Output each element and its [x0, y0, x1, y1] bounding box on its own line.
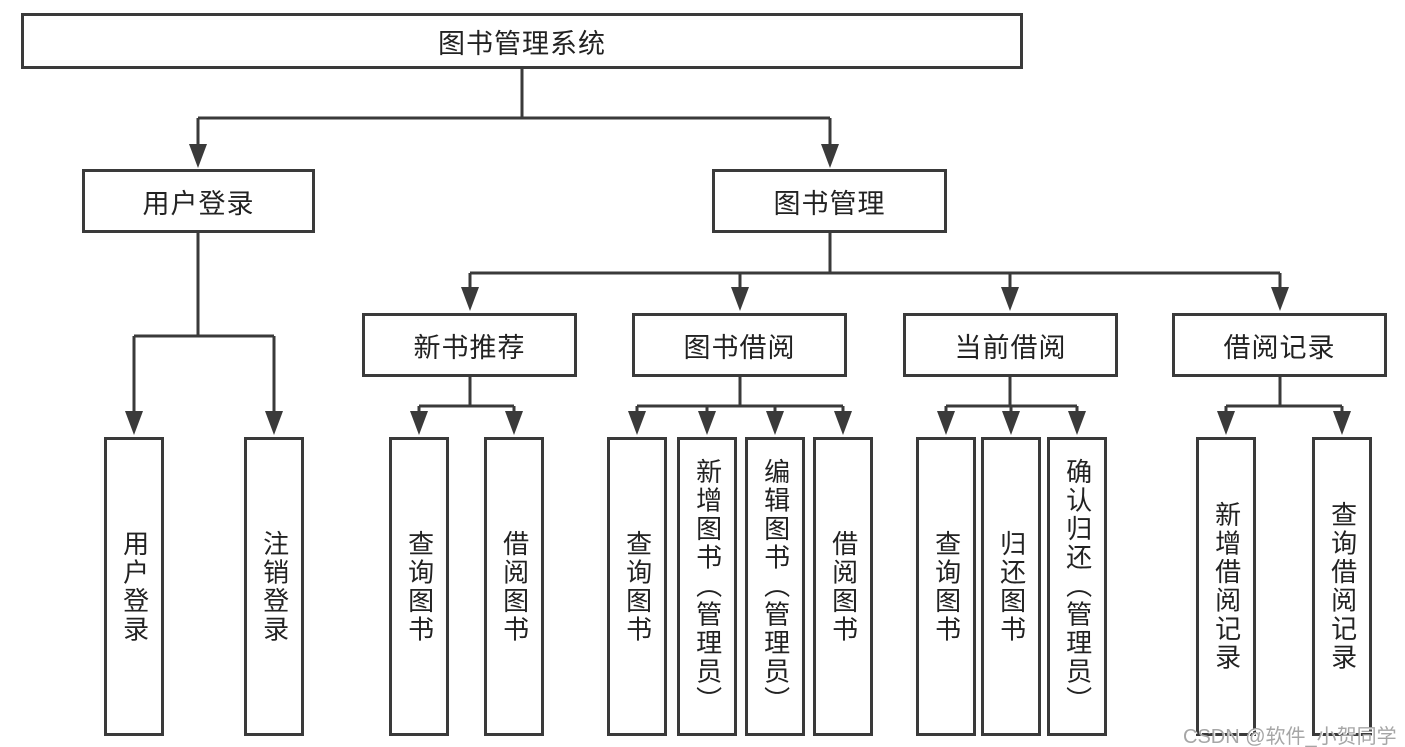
leaf-edit-book-admin: 编辑图书（管理员）: [745, 437, 805, 736]
connector-borrowing-records-children: [1217, 377, 1351, 435]
connector-root-to-level2: [189, 69, 839, 168]
node-book-management: 图书管理: [712, 169, 947, 233]
connector-current-borrowing-children: [937, 377, 1086, 435]
leaf-query-borrow-record: 查询借阅记录: [1312, 437, 1372, 736]
node-label: 借阅图书: [828, 529, 859, 644]
node-label: 查询图书: [622, 529, 653, 644]
node-label: 新增借阅记录: [1211, 501, 1242, 672]
node-label: 新书推荐: [413, 332, 526, 363]
node-label: 用户登录: [119, 529, 150, 644]
node-label: 查询借阅记录: [1327, 501, 1358, 672]
node-label: 查询图书: [931, 529, 962, 644]
leaf-borrow-book: 借阅图书: [484, 437, 544, 736]
node-user-login: 用户登录: [82, 169, 315, 233]
connector-book-borrowing-children: [628, 377, 852, 435]
leaf-logout-login: 注销登录: [244, 437, 304, 736]
node-label: 借阅图书: [499, 529, 530, 644]
leaf-add-borrow-record: 新增借阅记录: [1196, 437, 1256, 736]
node-label: 借阅记录: [1223, 332, 1336, 363]
node-label: 注销登录: [259, 529, 290, 644]
csdn-watermark: CSDN @软件_小贺同学: [1183, 726, 1397, 747]
leaf-query-book: 查询图书: [389, 437, 449, 736]
node-book-borrowing: 图书借阅: [632, 313, 847, 377]
leaf-add-book-admin: 新增图书（管理员）: [677, 437, 737, 736]
node-current-borrowing: 当前借阅: [903, 313, 1118, 377]
node-label: 编辑图书（管理员）: [760, 458, 791, 715]
node-label: 确认归还（管理员）: [1062, 458, 1093, 715]
connector-new-book-children: [410, 377, 523, 435]
node-borrowing-records: 借阅记录: [1172, 313, 1387, 377]
node-label: 归还图书: [996, 529, 1027, 644]
connector-book-management-children: [461, 233, 1289, 311]
node-label: 新增图书（管理员）: [692, 458, 723, 715]
leaf-confirm-return-admin: 确认归还（管理员）: [1047, 437, 1107, 736]
node-library-system: 图书管理系统: [21, 13, 1023, 69]
node-label: 用户登录: [142, 188, 255, 219]
node-label: 图书管理系统: [438, 28, 606, 59]
node-label: 查询图书: [404, 529, 435, 644]
leaf-user-login: 用户登录: [104, 437, 164, 736]
leaf-borrow-book: 借阅图书: [813, 437, 873, 736]
leaf-query-book: 查询图书: [916, 437, 976, 736]
node-label: 图书借阅: [683, 332, 796, 363]
node-new-book-recommendation: 新书推荐: [362, 313, 577, 377]
connector-user-login-children: [125, 233, 283, 435]
node-label: 图书管理: [773, 188, 886, 219]
node-label: 当前借阅: [954, 332, 1067, 363]
leaf-query-book: 查询图书: [607, 437, 667, 736]
leaf-return-book: 归还图书: [981, 437, 1041, 736]
